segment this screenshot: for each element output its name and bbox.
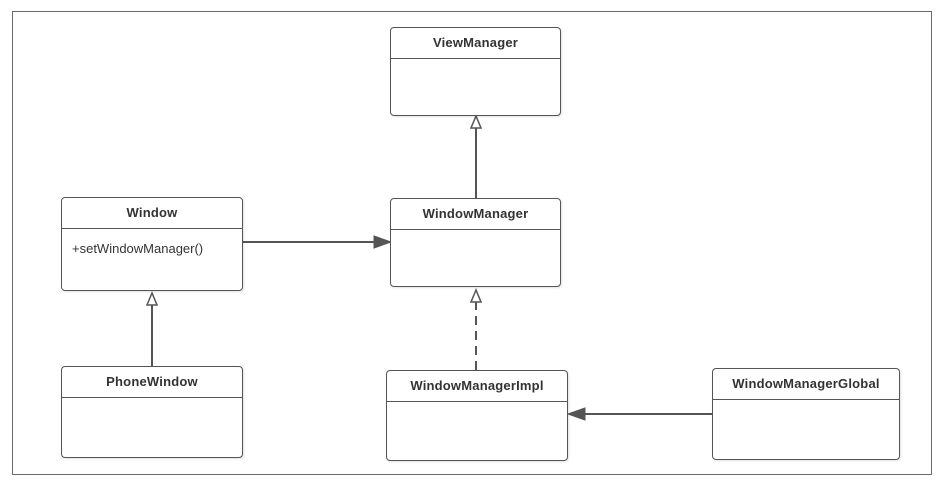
hollow-triangle-arrowhead-icon bbox=[469, 114, 483, 129]
class-name: WindowManagerGlobal bbox=[713, 369, 899, 400]
filled-arrowhead-icon bbox=[566, 407, 586, 421]
relation-windowmanagerimpl-windowmanager bbox=[469, 288, 483, 370]
class-name: WindowManagerImpl bbox=[387, 371, 567, 402]
class-view-manager[interactable]: ViewManager bbox=[390, 27, 561, 116]
class-name: PhoneWindow bbox=[62, 367, 242, 398]
class-name: WindowManager bbox=[391, 199, 560, 230]
hollow-triangle-arrowhead-icon bbox=[469, 288, 483, 303]
class-name: Window bbox=[62, 198, 242, 229]
class-window-manager-impl[interactable]: WindowManagerImpl bbox=[386, 370, 568, 461]
method-set-window-manager: +setWindowManager() bbox=[72, 241, 204, 256]
relation-phonewindow-window bbox=[145, 291, 159, 367]
relation-windowmanager-viewmanager bbox=[469, 114, 483, 198]
class-phone-window[interactable]: PhoneWindow bbox=[61, 366, 243, 458]
class-body: +setWindowManager() bbox=[62, 229, 242, 257]
class-window[interactable]: Window +setWindowManager() bbox=[61, 197, 243, 291]
class-name: ViewManager bbox=[391, 28, 560, 59]
relation-windowmanagerglobal-windowmanagerimpl bbox=[566, 407, 712, 421]
class-window-manager-global[interactable]: WindowManagerGlobal bbox=[712, 368, 900, 460]
filled-arrowhead-icon bbox=[373, 235, 393, 249]
hollow-triangle-arrowhead-icon bbox=[145, 291, 159, 306]
relation-window-windowmanager bbox=[243, 235, 393, 249]
class-window-manager[interactable]: WindowManager bbox=[390, 198, 561, 287]
